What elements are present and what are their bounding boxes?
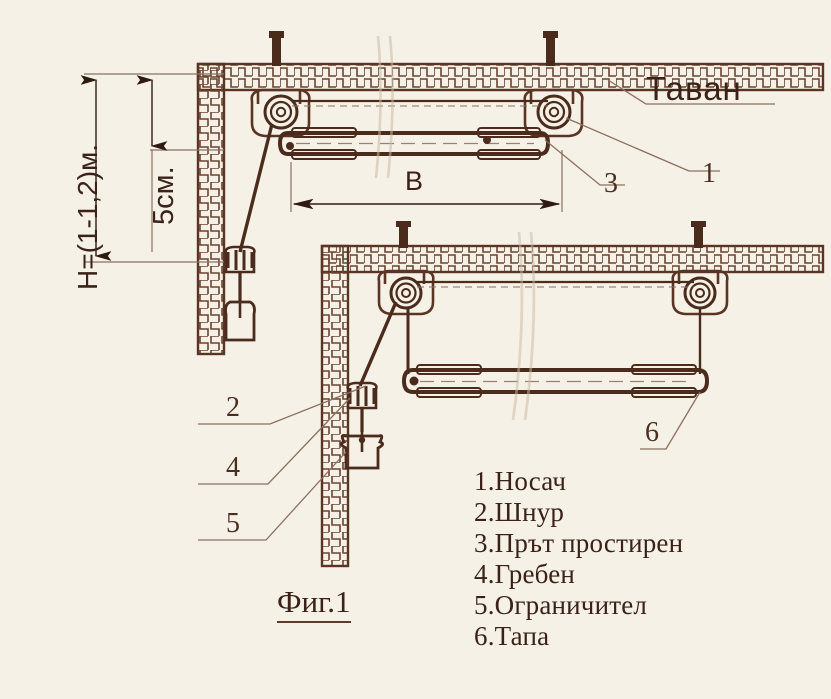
stopper-lower [340, 408, 384, 470]
anchor-bolt-right-upper [543, 31, 558, 66]
callout-5: 5 [226, 508, 240, 539]
dimension-width-label: B [405, 166, 424, 196]
legend-item-3: 3.Прът простирен [474, 528, 684, 558]
callout-1: 1 [702, 158, 716, 189]
comb-lower [346, 381, 378, 410]
wall-lower [320, 244, 350, 568]
lower-assembly [320, 221, 825, 568]
bracket-pulley-left-upper [250, 88, 311, 138]
anchor-bolt-left-lower [396, 221, 411, 248]
drying-rod-upper [277, 127, 551, 160]
callout-3: 3 [604, 168, 618, 199]
legend-list: 1.Носач 2.Шнур 3.Прът простирен 4.Гребен… [474, 466, 683, 652]
callout-4: 4 [226, 452, 240, 483]
dimension-offset-label: 5см. [148, 166, 180, 225]
comb-upper [224, 245, 256, 274]
figure-caption: Фиг.1 [277, 584, 351, 623]
legend-item-1: 1.Носач [474, 466, 567, 496]
legend-item-4: 4.Гребен [474, 559, 576, 589]
bracket-pulley-right-upper [523, 88, 584, 138]
anchor-bolt-right-lower [691, 221, 706, 248]
legend-item-2: 2.Шнур [474, 497, 565, 527]
dimension-lines [80, 73, 224, 263]
legend-item-5: 5.Ограничител [474, 590, 648, 620]
bracket-pulley-right-lower [671, 269, 729, 316]
ceiling-lower [320, 244, 825, 274]
cord-lower [358, 301, 398, 387]
drying-rod-lower [401, 364, 710, 398]
upper-assembly [196, 31, 825, 356]
cord-upper [238, 123, 274, 253]
dimension-height-label: H=(1-1,2)м. [72, 143, 103, 290]
break-symbol-lower [511, 231, 536, 421]
break-symbol-upper [374, 35, 394, 179]
callout-6: 6 [645, 417, 659, 448]
wall-upper [196, 62, 226, 356]
legend-item-6: 6.Тапа [474, 621, 550, 651]
dimension-width-group [290, 150, 563, 212]
ceiling-label: Таван [646, 70, 742, 107]
rod-node-upper [483, 136, 491, 144]
bracket-pulley-left-lower [377, 269, 435, 316]
leader-lines-upper [544, 79, 775, 186]
callout-2: 2 [226, 392, 240, 423]
leader-lines-lower [198, 385, 701, 541]
anchor-bolt-left-upper [269, 31, 284, 66]
stopper-upper [224, 272, 256, 342]
